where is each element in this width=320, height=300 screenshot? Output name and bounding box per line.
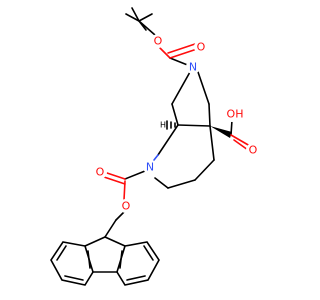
carboxylic-acid-group [230, 119, 251, 151]
bond-ch2-fluorenyl-c9 [104, 219, 117, 238]
atom-ring-fusion-hydrogen: H [160, 121, 166, 130]
fluorenyl-group [50, 236, 160, 286]
fluorene-right-ring [116, 241, 160, 286]
bond-ch2-left-fusion [171, 103, 179, 126]
molecule-structure-diagram: O O N OH O N O O H [50, 7, 260, 286]
fmoc-carbamate [103, 170, 146, 238]
bicyclic-core [153, 71, 232, 189]
bond-fmoc-c-double-o-b [103, 176, 126, 185]
boc-group [125, 7, 198, 67]
bond-c9-left [84, 236, 106, 247]
bond-azepane-c5-c6 [194, 159, 215, 181]
bond-o-ch2 [115, 211, 125, 221]
atom-pyrrolidine-nitrogen: N [189, 61, 197, 74]
bond-fmoc-c-double-o-a [103, 171, 126, 180]
bond-acid-c-oh [230, 119, 233, 136]
atom-labels: O O N OH O N O O H [93, 34, 260, 213]
bond-fusion-ch2-azepane [157, 124, 179, 156]
atom-acid-hydroxyl: OH [227, 108, 244, 121]
bond-ch2-azepane-n [153, 154, 159, 161]
bond-tbu-methyl-1 [138, 13, 153, 22]
atom-fmoc-ester-oxygen: O [122, 200, 131, 213]
stereo-wedge-carboxyl [210, 126, 232, 138]
bond-azepane-c6-quaternary [209, 125, 215, 161]
bond-o-carbonyl-c [159, 47, 171, 59]
bond-ch2-right-quaternary [208, 103, 211, 127]
bond-azepane-c4-c5 [167, 179, 196, 189]
bond-n-ch2-left [171, 71, 191, 105]
atom-azepane-nitrogen: N [146, 161, 154, 174]
stereo-hash-fusion-h [166, 120, 176, 130]
bond-acid-c-double-o-b [233, 139, 249, 151]
bond-fusion-bond [177, 124, 211, 127]
atom-boc-carbonyl-oxygen: O [197, 41, 206, 54]
bond-azepane-n-ch2 [154, 177, 169, 189]
bond-acid-c-double-o-a [230, 134, 251, 147]
bond-n-fmoc-c [124, 170, 146, 180]
bond-fmoc-c-o [123, 180, 126, 201]
fluorene-left-ring [50, 241, 94, 286]
atom-boc-ester-oxygen: O [154, 35, 163, 48]
bond-tbu-o [138, 20, 156, 36]
bond-c9-right [104, 236, 126, 247]
bond-boc-c-double-o-a [169, 48, 198, 59]
bond-boc-c-double-o-b [167, 43, 196, 54]
bond-tbu-methyl-2 [125, 13, 140, 22]
bond-n-ch2-right [197, 71, 210, 105]
atom-fmoc-carbonyl-oxygen: O [96, 166, 105, 179]
atom-acid-carbonyl-oxygen: O [249, 144, 258, 157]
bond-tbu-methyl-3 [131, 7, 140, 22]
